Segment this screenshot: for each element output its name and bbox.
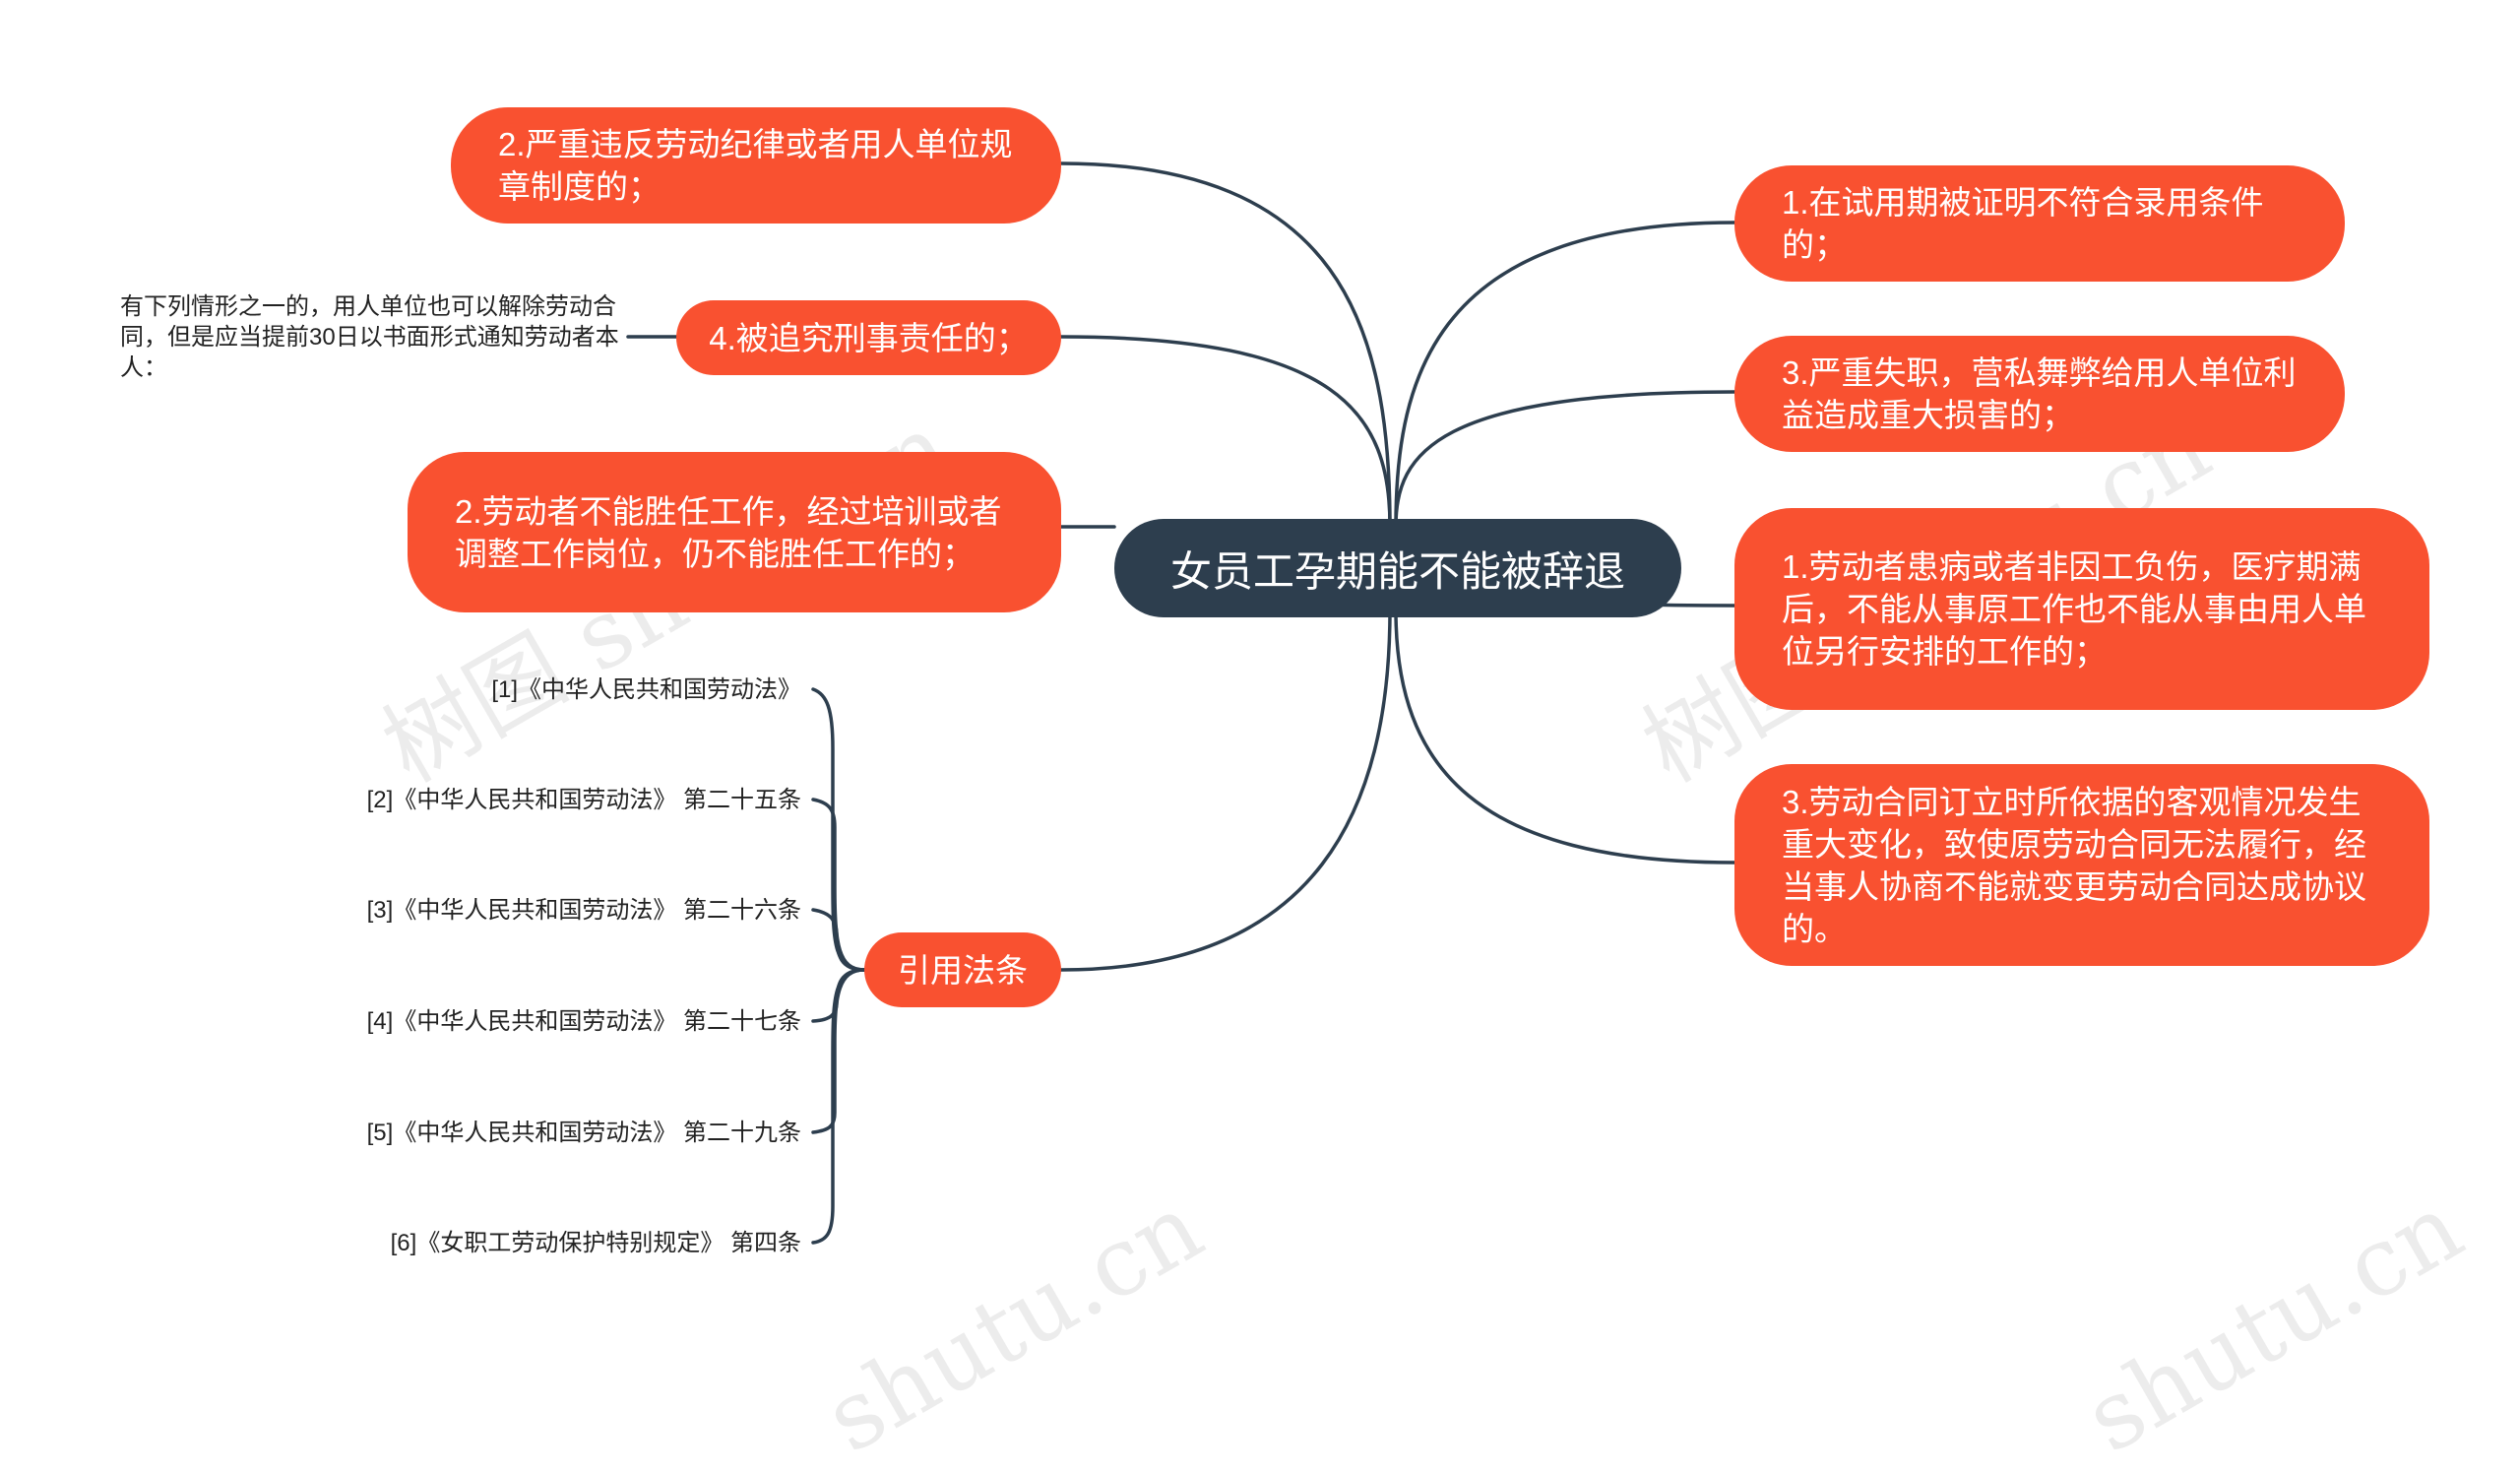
link-center-to-left-2 <box>1059 335 1392 528</box>
link-citation-5 <box>811 968 866 1134</box>
citation-item: [2]《中华人民共和国劳动法》 第二十五条 <box>366 787 801 813</box>
link-center-to-right-1 <box>1394 221 1736 528</box>
link-center-to-left-1 <box>1059 161 1392 528</box>
right-node-3-label: 1.劳动者患病或者非因工负伤，医疗期满后，不能从事原工作也不能从事由用人单位另行… <box>1782 548 2366 670</box>
link-citation-6 <box>811 968 866 1245</box>
left-node-2[interactable]: 4.被追究刑事责任的； <box>676 300 1061 375</box>
citation-item: [6]《女职工劳动保护特别规定》 第四条 <box>390 1230 801 1256</box>
right-node-2[interactable]: 3.严重失职，营私舞弊给用人单位利益造成重大损害的； <box>1734 336 2345 452</box>
central-topic[interactable]: 女员工孕期能不能被辞退 <box>1114 519 1681 617</box>
right-node-4-label: 3.劳动合同订立时所依据的客观情况发生重大变化，致使原劳动合同无法履行，经当事人… <box>1782 783 2366 947</box>
left-note: 有下列情形之一的，用人单位也可以解除劳动合同，但是应当提前30日以书面形式通知劳… <box>120 293 619 381</box>
right-node-3[interactable]: 1.劳动者患病或者非因工负伤，医疗期满后，不能从事原工作也不能从事由用人单位另行… <box>1734 508 2429 710</box>
citation-item: [3]《中华人民共和国劳动法》 第二十六条 <box>366 897 801 924</box>
central-topic-label: 女员工孕期能不能被辞退 <box>1169 547 1625 595</box>
citation-item: [4]《中华人民共和国劳动法》 第二十七条 <box>366 1008 801 1035</box>
left-node-3-label: 2.劳动者不能胜任工作，经过培训或者调整工作岗位，仍不能胜任工作的； <box>455 492 1002 572</box>
link-center-to-right-2 <box>1394 390 1736 528</box>
citation-item: [1]《中华人民共和国劳动法》 <box>491 676 801 703</box>
citations-node[interactable]: 引用法条 <box>864 932 1061 1007</box>
link-center-to-citations <box>1059 609 1392 972</box>
left-node-1-label: 2.严重违反劳动纪律或者用人单位规章制度的； <box>498 126 1013 205</box>
right-node-1-label: 1.在试用期被证明不符合录用条件的； <box>1782 184 2264 263</box>
left-node-3[interactable]: 2.劳动者不能胜任工作，经过培训或者调整工作岗位，仍不能胜任工作的； <box>408 452 1061 612</box>
citation-item: [5]《中华人民共和国劳动法》 第二十九条 <box>366 1120 801 1146</box>
link-citation-3 <box>811 908 866 972</box>
right-node-2-label: 3.严重失职，营私舞弊给用人单位利益造成重大损害的； <box>1782 354 2297 433</box>
right-node-1[interactable]: 1.在试用期被证明不符合录用条件的； <box>1734 165 2345 282</box>
left-node-1[interactable]: 2.严重违反劳动纪律或者用人单位规章制度的； <box>451 107 1061 224</box>
left-node-2-label: 4.被追究刑事责任的； <box>709 319 1029 356</box>
link-center-to-right-4 <box>1394 609 1736 865</box>
right-node-4[interactable]: 3.劳动合同订立时所依据的客观情况发生重大变化，致使原劳动合同无法履行，经当事人… <box>1734 764 2429 966</box>
link-citation-1 <box>811 687 866 972</box>
citations-node-label: 引用法条 <box>898 951 1028 989</box>
